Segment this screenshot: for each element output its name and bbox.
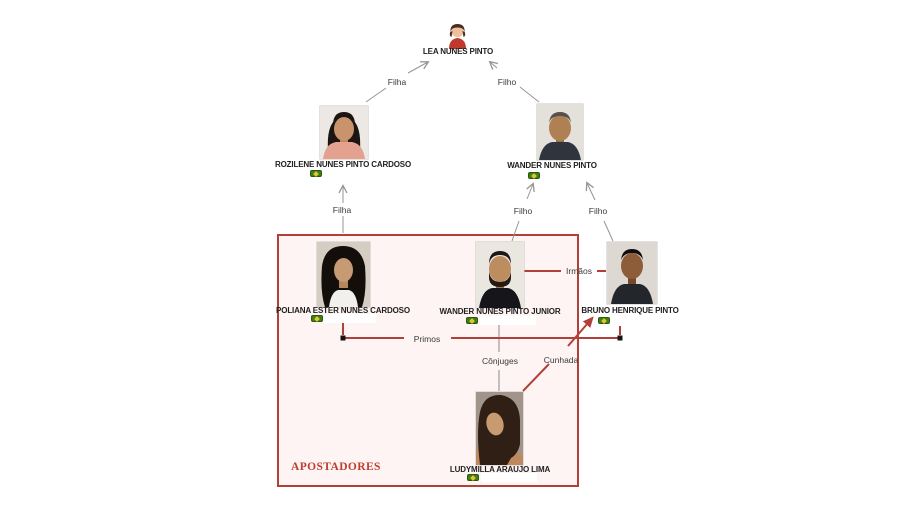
- group-label: APOSTADORES: [291, 461, 381, 473]
- person-photo: [317, 242, 370, 307]
- relation-label-filho-bruno: Filho: [588, 205, 608, 216]
- person-photo: [607, 242, 657, 304]
- redaction-block: [480, 316, 536, 325]
- relation-label-cunhada: Cunhada: [543, 354, 579, 365]
- brazil-flag-icon: [598, 317, 610, 324]
- brazil-flag-icon: [311, 315, 323, 322]
- relation-label-filha-poliana: Filha: [332, 204, 352, 215]
- person-name: ROZILENE NUNES PINTO CARDOSO: [274, 160, 412, 169]
- line-primos: [342, 321, 621, 339]
- arrow-wander-to-lea: [490, 62, 540, 103]
- person-photo: [476, 242, 524, 308]
- brazil-flag-icon: [467, 474, 479, 481]
- brazil-flag-icon: [310, 170, 322, 177]
- relation-label-filho-junior: Filho: [513, 205, 533, 216]
- person-name: WANDER NUNES PINTO: [507, 161, 597, 170]
- person-name: LEA NUNES PINTO: [422, 47, 494, 56]
- person-avatar-icon: [447, 22, 468, 49]
- person-photo: [320, 106, 368, 159]
- person-photo: [537, 104, 583, 160]
- relation-label-conjuges: Cônjuges: [482, 355, 518, 366]
- brazil-flag-icon: [528, 172, 540, 179]
- redaction-block: [324, 314, 376, 323]
- relation-label-filha-rozilene: Filha: [387, 76, 407, 87]
- person-photo: [476, 392, 523, 465]
- arrow-rozilene-to-lea: [365, 62, 428, 103]
- arrow-cunhada: [522, 316, 594, 392]
- person-name: WANDER NUNES PINTO JUNIOR: [439, 307, 561, 316]
- relation-label-filho-wander: Filho: [497, 76, 517, 87]
- relation-label-irmaos: Irmãos: [566, 265, 592, 276]
- relation-label-primos: Primos: [413, 333, 441, 344]
- primos-endpoint-dot-right: [617, 335, 623, 341]
- redaction-block: [481, 473, 537, 482]
- person-name: LUDYMILLA ARAUJO LIMA: [449, 465, 551, 474]
- person-name: BRUNO HENRIQUE PINTO: [581, 306, 679, 315]
- primos-endpoint-dot-left: [340, 335, 346, 341]
- person-name: POLIANA ESTER NUNES CARDOSO: [276, 306, 410, 315]
- arrow-junior-to-wander: [511, 184, 533, 242]
- brazil-flag-icon: [466, 317, 478, 324]
- arrow-bruno-to-wander: [587, 183, 614, 242]
